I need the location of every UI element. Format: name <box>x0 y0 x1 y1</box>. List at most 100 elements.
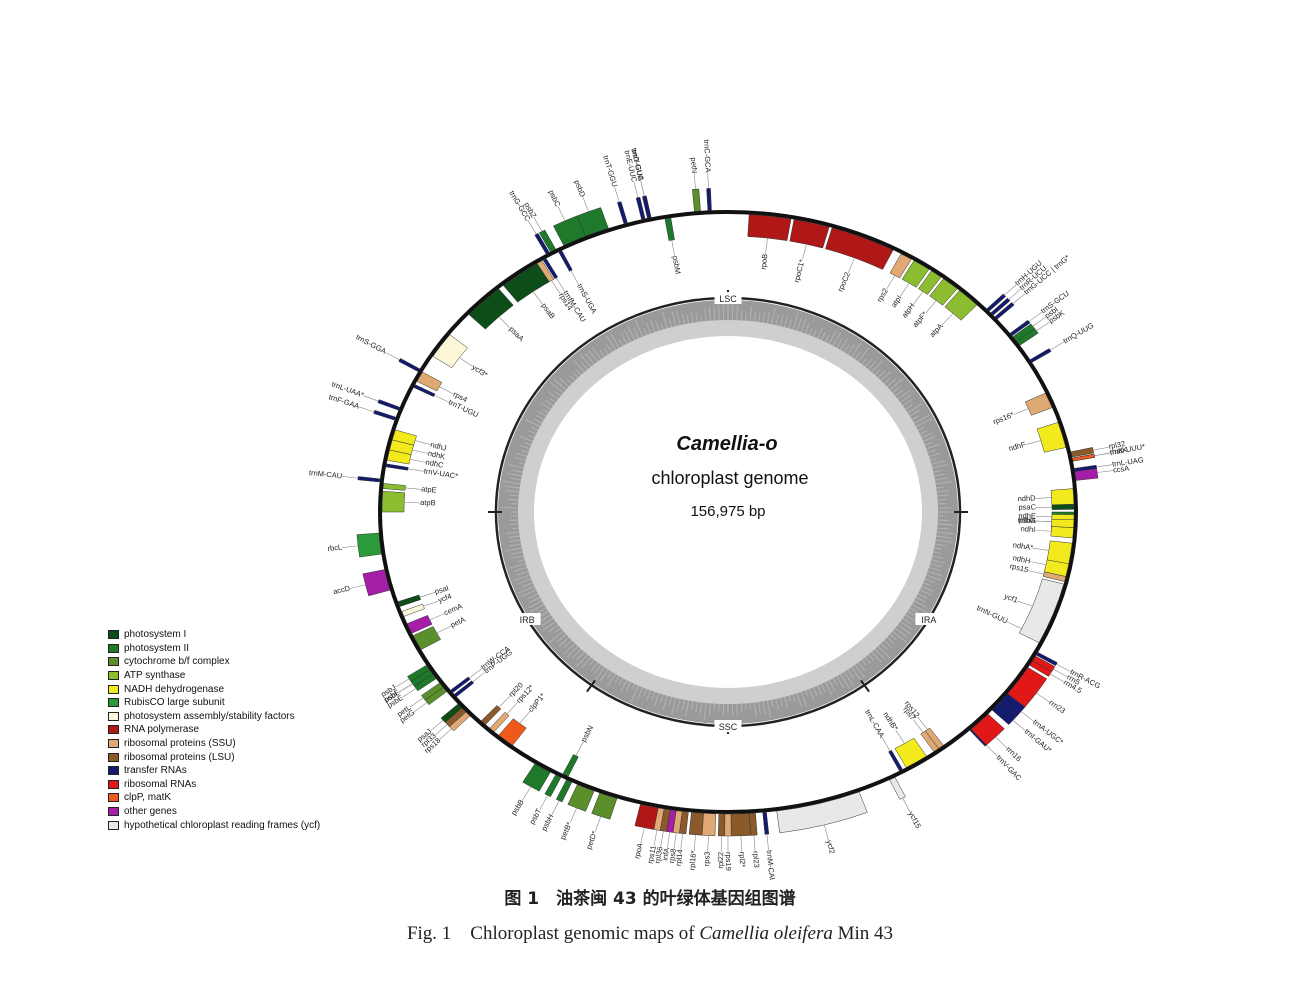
gene-leader <box>707 835 709 852</box>
gene-label: rps11 <box>646 845 658 865</box>
gene-label: ycf15 <box>907 810 923 830</box>
gc-spike <box>816 327 823 339</box>
gene-leader <box>398 683 413 693</box>
gene-leader <box>802 244 807 260</box>
gene-leader <box>740 835 742 852</box>
gc-spike <box>686 314 690 324</box>
legend-label: NADH dehydrogenase <box>124 683 225 695</box>
gene-block <box>553 215 586 246</box>
gc-spike <box>515 452 528 457</box>
gc-spike <box>655 320 660 331</box>
gene-block <box>381 490 406 513</box>
gene-label: atpI <box>889 294 903 309</box>
gene-label: ycf3* <box>470 362 489 379</box>
gc-spike <box>740 703 743 714</box>
gene-block <box>679 811 689 835</box>
gene-block <box>562 754 579 777</box>
gene-label: ndhK <box>427 449 446 462</box>
gc-spike <box>509 539 521 543</box>
gene-label: rps16* <box>992 410 1016 426</box>
gc-spike <box>934 473 946 477</box>
gc-spike <box>936 531 954 535</box>
gene-leader <box>1017 600 1033 607</box>
gene-label: petD* <box>584 830 599 851</box>
gc-spike <box>758 701 761 714</box>
gene-label: rps2 <box>875 287 890 304</box>
gc-spike <box>542 621 556 632</box>
gc-spike <box>659 694 664 704</box>
legend-label: RubisCO large subunit <box>124 697 225 709</box>
gene-label: ndhG <box>1017 515 1036 525</box>
gc-spike <box>775 313 780 326</box>
gene-block <box>1029 348 1052 363</box>
gene-block <box>642 195 652 219</box>
gene-label: psaC <box>1018 502 1036 511</box>
gc-spike <box>868 654 874 661</box>
gene-leader <box>595 816 602 832</box>
gene-label: ccsA <box>1112 464 1129 475</box>
region-label-ssc: SSC <box>719 722 738 732</box>
region-label-bg <box>513 613 541 625</box>
gene-leader <box>469 668 483 679</box>
gc-spike <box>928 452 941 457</box>
gc-spike <box>607 673 616 687</box>
gc-spike <box>576 651 585 661</box>
gene-label: psbA <box>1019 515 1036 525</box>
gene-leader <box>498 316 511 329</box>
gc-spike <box>548 391 559 400</box>
quadrant-tick <box>586 679 596 693</box>
gene-label: rpl2* <box>738 852 748 868</box>
legend-item: photosystem II <box>108 642 408 656</box>
gc-spike <box>580 657 592 669</box>
genome-circle <box>378 210 1078 814</box>
gene-leader <box>902 797 911 813</box>
gc-spike <box>630 685 640 702</box>
region-label-bg <box>915 613 943 625</box>
gene-leader <box>917 716 928 730</box>
gc-spike <box>618 678 624 686</box>
legend-item: ribosomal proteins (SSU) <box>108 737 408 751</box>
gc-spike <box>584 353 595 365</box>
legend-item: other genes <box>108 805 408 819</box>
gc-spike <box>508 543 522 547</box>
gene-label: ndhH <box>1012 553 1031 565</box>
gene-block <box>944 290 978 321</box>
gc-spike <box>931 460 945 465</box>
gene-label: ndhD <box>1017 493 1036 503</box>
gc-spike <box>861 358 867 365</box>
gene-block <box>635 196 646 220</box>
gc-spike <box>643 328 648 336</box>
gc-spike <box>886 378 896 387</box>
gene-leader <box>498 695 511 708</box>
gene-block <box>432 334 468 369</box>
gc-spike <box>505 547 522 552</box>
gene-block <box>1036 422 1067 453</box>
gene-block <box>747 214 792 241</box>
gene-leader <box>395 678 410 688</box>
gc-spike <box>843 344 850 353</box>
gene-block <box>542 258 559 280</box>
gc-spike <box>905 404 913 410</box>
gc-spike <box>510 551 523 555</box>
gene-leader <box>881 737 891 752</box>
gene-block <box>377 399 401 411</box>
gc-spike <box>614 675 620 684</box>
gc-spike <box>753 702 757 718</box>
gene-leader <box>1097 470 1114 473</box>
gene-label: rbcL <box>327 543 342 553</box>
gc-spike <box>800 691 808 708</box>
gc-spike <box>620 333 628 344</box>
gene-block <box>534 233 550 255</box>
gene-leader <box>667 831 671 848</box>
gene-label: trnS-GGA <box>354 332 387 355</box>
gene-block <box>688 812 704 836</box>
gc-spike <box>877 370 886 379</box>
gc-content-ring <box>488 290 968 734</box>
gc-spike <box>553 379 567 390</box>
gene-block <box>544 774 562 798</box>
gene-block <box>994 302 1015 320</box>
gc-spike <box>936 486 944 489</box>
gc-spike <box>897 624 911 635</box>
gc-spike <box>832 678 838 687</box>
